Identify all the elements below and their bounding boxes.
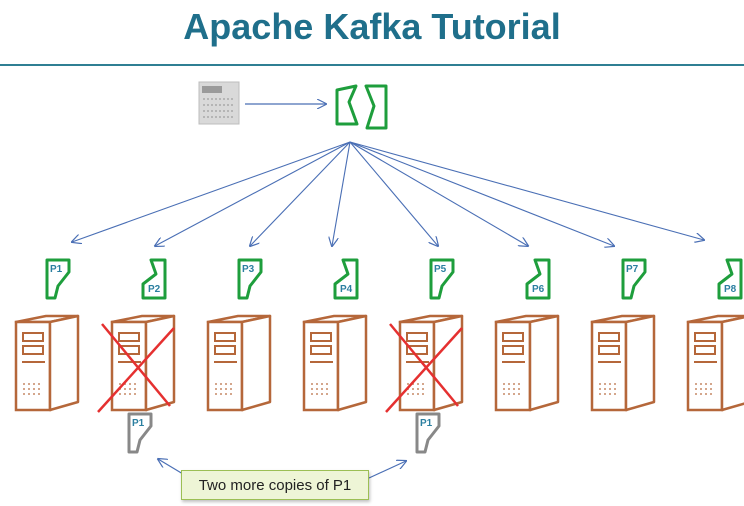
partition-icon: P5 (429, 258, 455, 300)
partition-label: P6 (532, 284, 545, 295)
partition-arrow (332, 141, 351, 246)
callout-arrow-right (368, 461, 406, 479)
replica-row: P1 P1 (127, 412, 441, 454)
partition-icon: P1 (45, 258, 71, 300)
server-icon (590, 314, 656, 412)
replica-label: P1 (132, 418, 145, 429)
partition-arrow (72, 141, 351, 242)
failed-server-icon (97, 314, 176, 413)
document-icon (198, 81, 240, 125)
callout-arrow-left (158, 459, 184, 475)
server-icon (686, 314, 744, 412)
title-divider (0, 64, 744, 66)
topic-icon (335, 84, 388, 130)
partition-arrow (349, 141, 704, 240)
server-row (14, 314, 744, 413)
failure-cross-icon (385, 327, 463, 413)
partition-arrow (155, 141, 351, 246)
failure-cross-icon (97, 327, 175, 413)
partition-label: P8 (724, 284, 737, 295)
partition-icon: P4 (333, 258, 359, 300)
replica-label: P1 (420, 418, 433, 429)
partition-label: P2 (148, 284, 161, 295)
failed-server-icon (385, 314, 464, 413)
header: Apache Kafka Tutorial (0, 0, 744, 66)
partition-label: P3 (242, 264, 255, 275)
partition-arrow (349, 141, 438, 246)
partition-label: P4 (340, 284, 353, 295)
page-title: Apache Kafka Tutorial (183, 6, 561, 47)
replica-icon: P1 (127, 412, 153, 454)
partition-icon: P7 (621, 258, 647, 300)
partition-icon: P2 (141, 258, 167, 300)
server-icon (14, 314, 80, 412)
server-icon (206, 314, 272, 412)
replica-callout: Two more copies of P1 (181, 470, 369, 500)
replica-icon: P1 (415, 412, 441, 454)
partition-arrow (349, 141, 528, 246)
partition-arrow (349, 141, 614, 246)
partition-icon: P3 (237, 258, 263, 300)
partition-arrow (250, 141, 351, 246)
partition-icon: P6 (525, 258, 551, 300)
partition-icon: P8 (717, 258, 743, 300)
server-icon (302, 314, 368, 412)
partition-label: P1 (50, 264, 63, 275)
partition-arrows (72, 141, 704, 246)
partition-label: P7 (626, 264, 639, 275)
server-icon (494, 314, 560, 412)
partition-label: P5 (434, 264, 447, 275)
